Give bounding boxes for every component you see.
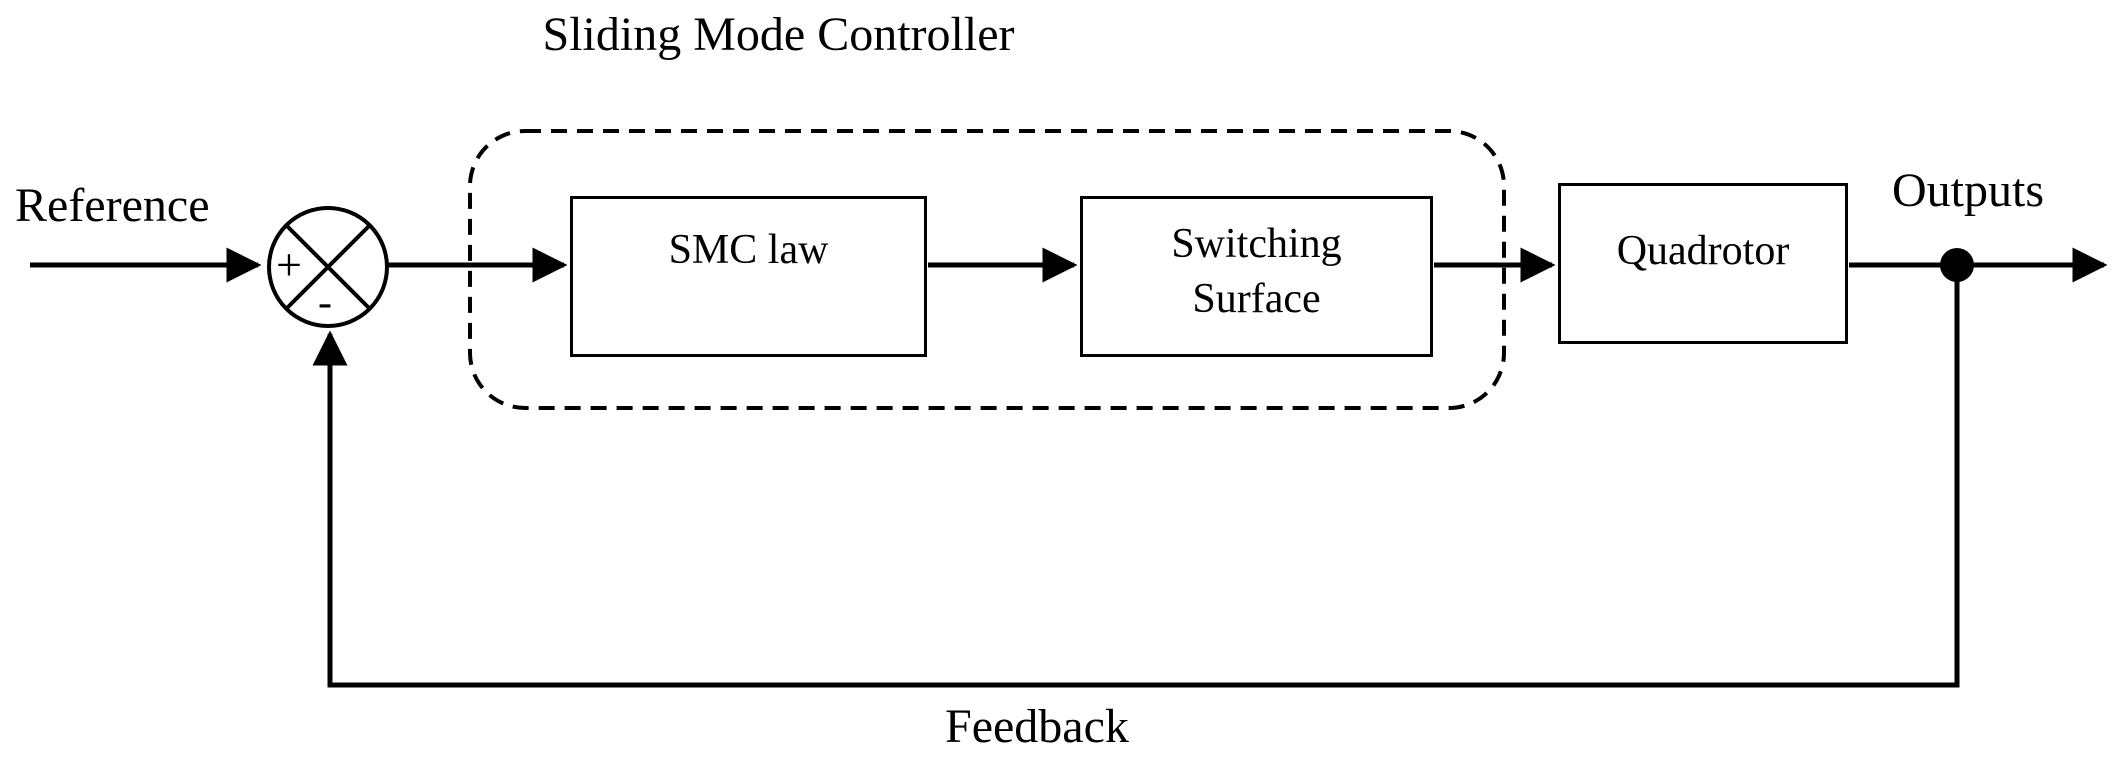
feedback-path [312, 265, 1960, 688]
outputs-label: Outputs [1892, 164, 2045, 217]
feedback-label: Feedback [945, 700, 1129, 753]
switching-surface-block: Switching Surface [1080, 196, 1433, 357]
smc-law-block-label: SMC law [668, 227, 829, 273]
switching-surface-block-label-line2: Surface [1192, 275, 1321, 322]
quadrotor-block: Quadrotor [1558, 183, 1848, 344]
switching-surface-block-label-line1: Switching [1171, 221, 1342, 267]
summing-junction-diagonal-2 [284, 223, 372, 311]
smc-law-block: SMC law [570, 196, 927, 357]
quadrotor-block-label: Quadrotor [1616, 228, 1790, 274]
diagram-title: Sliding Mode Controller [542, 8, 1015, 61]
summing-junction-plus-sign: + [276, 239, 302, 290]
reference-label: Reference [15, 179, 210, 232]
sliding-mode-controller-boundary [468, 129, 1506, 410]
summing-junction-minus-sign: - [318, 280, 332, 326]
